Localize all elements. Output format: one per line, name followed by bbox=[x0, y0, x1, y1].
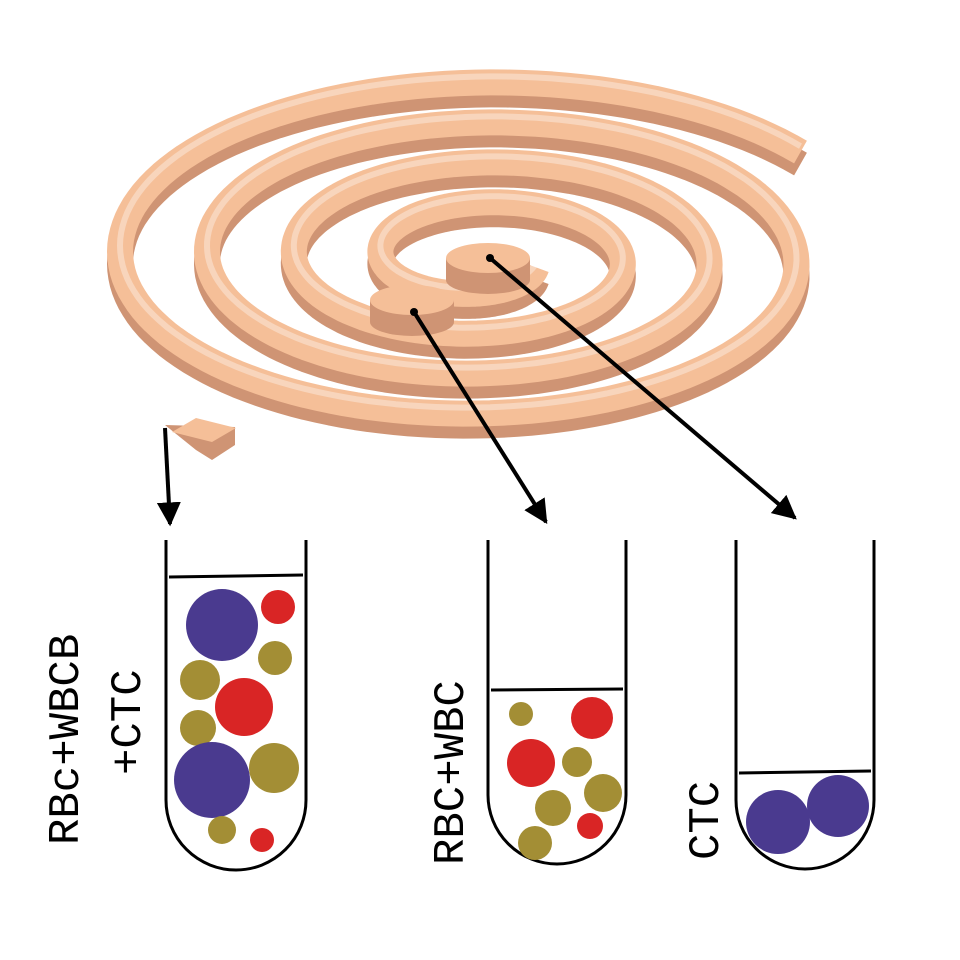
liquid-level bbox=[490, 687, 624, 692]
tube-label-line-2: +CTC bbox=[104, 669, 154, 775]
flow-arrows bbox=[156, 254, 797, 527]
outlet-port-2 bbox=[446, 243, 530, 294]
wbc-cell bbox=[208, 816, 236, 844]
spiral-channel-highlight bbox=[117, 73, 802, 411]
ctc-cell bbox=[807, 775, 869, 837]
wbc-cell bbox=[535, 790, 571, 826]
ctc-cell bbox=[746, 790, 810, 854]
tube-outline bbox=[734, 540, 876, 871]
wbc-cell bbox=[258, 641, 292, 675]
cell-group bbox=[174, 589, 299, 852]
wbc-cell bbox=[584, 774, 622, 812]
arrow-to-outlet-1-tube bbox=[412, 310, 548, 525]
outlet-port-1 bbox=[370, 285, 454, 336]
test-tube-inlet: RBc+WBCB +CTC bbox=[42, 540, 308, 872]
wbc-cell bbox=[518, 826, 552, 860]
test-tube-outlet-2: CTC bbox=[682, 540, 876, 871]
rbc-cell bbox=[215, 678, 273, 736]
wbc-cell bbox=[180, 710, 216, 746]
liquid-level bbox=[168, 573, 304, 579]
test-tube-outlet-1: RBC+WBC bbox=[427, 540, 628, 866]
arrow-origin-dot bbox=[486, 254, 494, 262]
cell-group bbox=[746, 775, 869, 854]
ctc-cell bbox=[174, 742, 250, 818]
tube-outline bbox=[164, 540, 308, 872]
wbc-cell bbox=[562, 747, 592, 777]
arrow-to-inlet-tube bbox=[156, 427, 181, 527]
spiral-channel bbox=[107, 69, 810, 460]
rbc-cell bbox=[507, 739, 555, 787]
tube-label: RBC+WBC bbox=[427, 680, 477, 865]
cell-group bbox=[507, 697, 622, 860]
rbc-cell bbox=[577, 813, 603, 839]
rbc-cell bbox=[571, 697, 613, 739]
rbc-cell bbox=[261, 590, 295, 624]
tube-label-line-1: RBc+WBCB bbox=[42, 634, 92, 845]
liquid-level bbox=[738, 769, 872, 775]
channel-end-outer bbox=[165, 418, 236, 460]
wbc-cell bbox=[249, 743, 299, 793]
wbc-cell bbox=[180, 660, 220, 700]
arrow-origin-dot bbox=[410, 308, 418, 316]
tube-label: CTC bbox=[682, 781, 732, 860]
arrow-to-outlet-2-tube bbox=[488, 256, 797, 520]
rbc-cell bbox=[250, 828, 274, 852]
tube-outline bbox=[486, 540, 628, 866]
ctc-cell bbox=[186, 589, 258, 661]
spiral-channel-top bbox=[107, 69, 810, 427]
wbc-cell bbox=[509, 702, 533, 726]
